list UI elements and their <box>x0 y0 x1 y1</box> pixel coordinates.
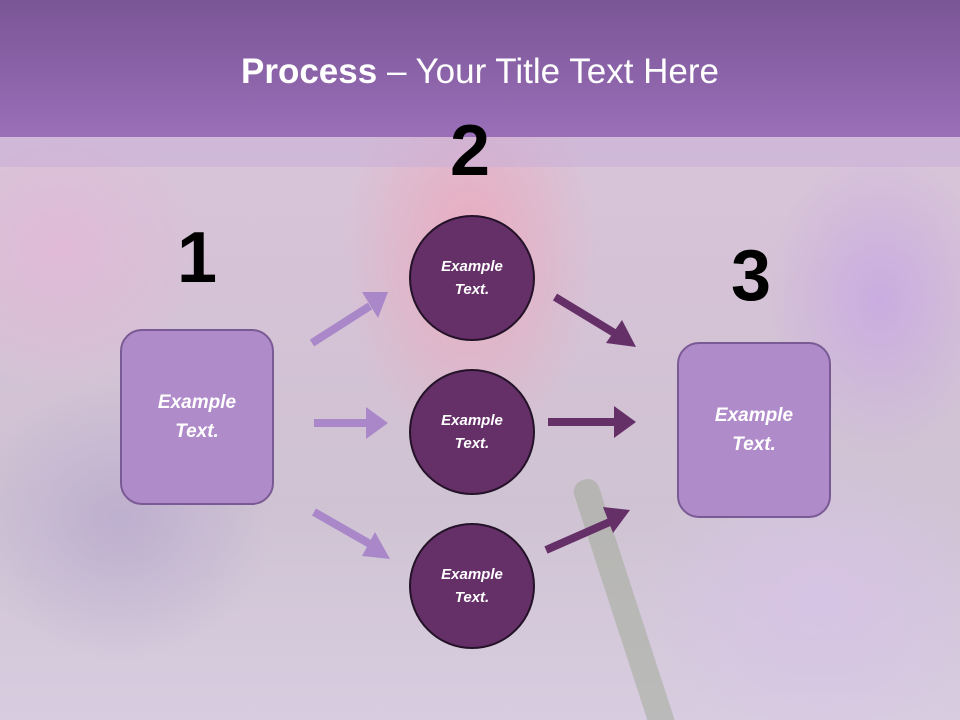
arrow-to-top-circle <box>309 292 388 347</box>
arrow-from-top-circle <box>552 293 636 347</box>
circle-middle: Example Text. <box>409 369 535 495</box>
circle-bottom-label-line1: Example <box>441 566 503 583</box>
title-bold: Process <box>241 52 378 91</box>
step-3-label-line2: Text. <box>732 434 776 455</box>
header-strip <box>0 137 960 167</box>
title-rest: – Your Title Text Here <box>377 52 719 91</box>
step-3-box: Example Text. <box>677 342 831 518</box>
step-1-label-line1: Example <box>157 392 237 413</box>
arrow-to-bottom-circle <box>312 508 390 559</box>
arrow-from-bottom-circle <box>544 507 630 554</box>
slide-title: Process – Your Title Text Here <box>0 52 960 92</box>
arrow-to-middle-circle <box>314 407 388 439</box>
circle-bottom: Example Text. <box>409 523 535 649</box>
step-number-1: 1 <box>177 218 218 298</box>
header-band <box>0 0 960 137</box>
circle-middle-label-line1: Example <box>441 412 503 429</box>
circle-bottom-label-line2: Text. <box>454 589 490 606</box>
circle-top-label-line2: Text. <box>454 281 490 298</box>
circle-middle-label-line2: Text. <box>454 435 490 452</box>
step-3-label-line1: Example <box>714 405 794 426</box>
step-number-2: 2 <box>450 111 491 191</box>
step-1-box: Example Text. <box>120 329 274 505</box>
step-1-label-line2: Text. <box>175 421 219 442</box>
arrow-from-middle-circle <box>548 406 636 438</box>
circle-top: Example Text. <box>409 215 535 341</box>
step-number-3: 3 <box>731 236 772 316</box>
circle-top-label-line1: Example <box>441 258 503 275</box>
